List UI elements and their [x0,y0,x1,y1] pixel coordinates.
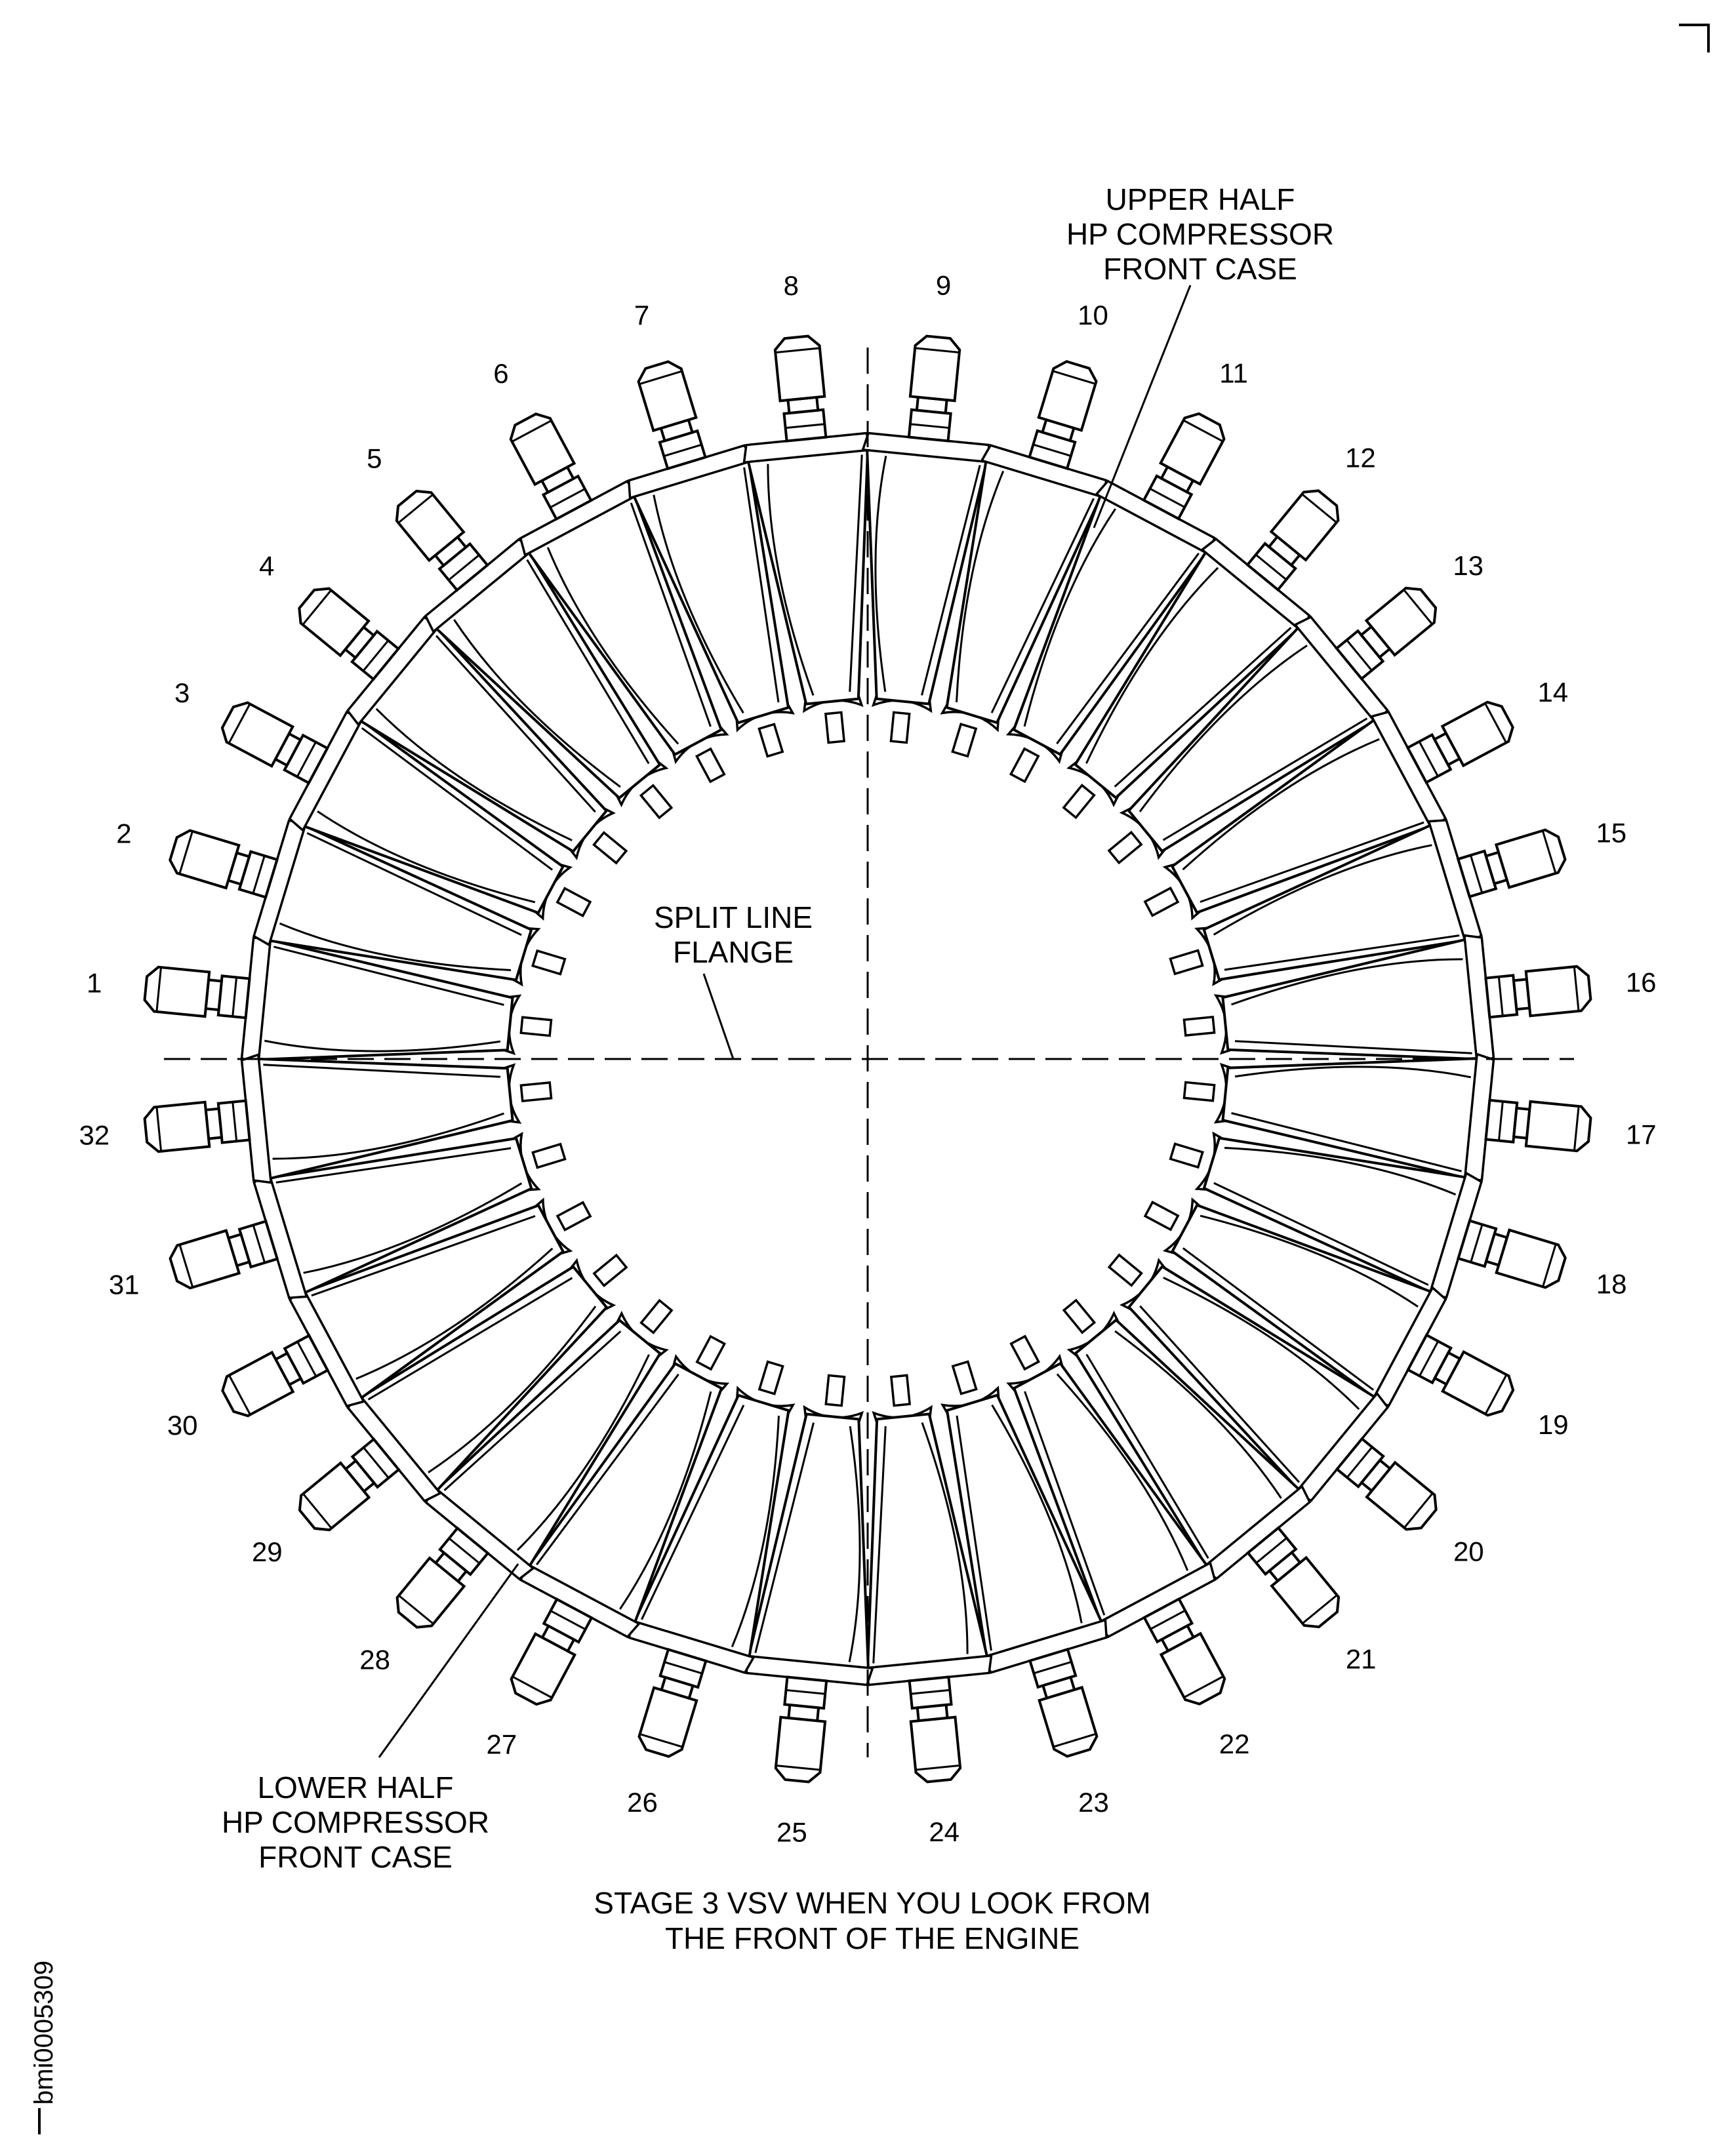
vane [510,1334,730,1706]
vane [143,934,553,1066]
upper-case-leader [1093,285,1192,529]
vane-number-label: 11 [1219,358,1248,389]
vane [1143,700,1514,921]
vane [627,360,796,758]
vane-number-label: 17 [1626,1119,1657,1150]
vane-number-label: 1 [87,967,102,998]
upper-case-line-3: FRONT CASE [1103,252,1297,286]
vane [298,587,628,865]
vane [940,360,1108,758]
vane-number-label: 21 [1346,1644,1377,1675]
vane-number-label: 32 [79,1120,110,1151]
vane-number-label: 15 [1596,818,1626,849]
lower-case-line-1: LOWER HALF [257,1770,453,1805]
vane [628,1360,796,1758]
lower-case-callout: LOWER HALF HP COMPRESSOR FRONT CASE [222,1770,489,1874]
vane-number-label: 20 [1453,1536,1484,1567]
vane-number-label: 26 [627,1787,658,1818]
vane-number-label: 6 [493,358,508,389]
lower-case-leader [378,1563,519,1758]
vane [220,701,592,921]
vane [143,1053,553,1184]
split-line-leader [702,973,735,1060]
vane [940,1360,1108,1758]
vane-number-label: 22 [1219,1728,1250,1759]
vane [743,1374,874,1784]
vane-number-label: 27 [487,1728,517,1759]
vane [1107,1253,1438,1531]
vane-number-label: 19 [1538,1409,1569,1440]
vane [862,1374,993,1784]
vane [169,1131,567,1300]
caption-line-1: STAGE 3 VSV WHEN YOU LOOK FROM [594,1886,1150,1920]
vane [1107,586,1438,865]
vane-number-label: 30 [167,1410,198,1441]
vane-number-label: 4 [259,551,274,582]
vane-number-label: 13 [1453,550,1484,581]
vane-number-label: 16 [1626,967,1657,997]
vane-number-label: 29 [252,1536,283,1567]
vane-number-label: 8 [784,270,799,301]
vane [1169,818,1567,987]
vane [1143,1197,1515,1417]
vane-number-label: 18 [1596,1269,1627,1300]
vane [1062,1298,1341,1629]
vane-number-label: 28 [359,1644,390,1675]
vane [742,334,874,744]
vane [298,1253,628,1532]
vane [509,412,729,784]
vane-number-label: 10 [1078,300,1108,330]
split-line-line-1: SPLIT LINE [654,900,813,934]
caption-line-2: THE FRONT OF THE ENGINE [665,1921,1080,1955]
lower-case-line-3: FRONT CASE [258,1840,453,1874]
vane-number-label: 12 [1345,443,1376,473]
vane-number-label: 5 [367,443,382,473]
figure-caption: STAGE 3 VSV WHEN YOU LOOK FROM THE FRONT… [594,1886,1150,1955]
crop-mark [1679,24,1710,52]
vane [1182,934,1592,1065]
vane [1169,1131,1567,1299]
split-line-callout: SPLIT LINE FLANGE [654,900,813,969]
figure-id: bmi0005309 [30,1961,58,2105]
vane [395,1298,674,1629]
upper-case-callout: UPPER HALF HP COMPRESSOR FRONT CASE [1066,182,1334,286]
vane [1005,412,1226,784]
vane-number-label: 7 [634,300,649,330]
lower-case-line-2: HP COMPRESSOR [222,1805,489,1839]
vane-number-label: 25 [777,1816,807,1847]
vane-number-label: 31 [109,1269,140,1300]
vane [221,1197,592,1418]
vane-number-label: 9 [936,270,951,301]
vane-number-label: 3 [174,677,190,708]
vane-number-label: 23 [1078,1787,1109,1818]
vane-number-label: 2 [116,818,131,849]
vane-number-label: 24 [929,1816,959,1847]
upper-case-line-1: UPPER HALF [1106,182,1295,216]
vane [861,334,992,744]
upper-case-line-2: HP COMPRESSOR [1066,217,1334,251]
vane-number-label: 14 [1537,677,1568,708]
vane [395,489,674,820]
split-line-line-2: FLANGE [673,935,794,969]
